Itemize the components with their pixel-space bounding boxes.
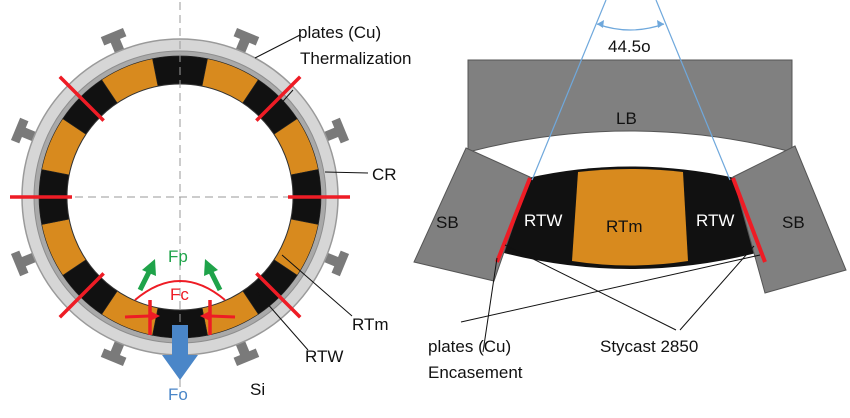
stycast-label: Stycast 2850 xyxy=(600,337,698,356)
encasement-plate-right xyxy=(731,177,767,263)
si-label: Si xyxy=(250,380,265,399)
plates-cu-label: plates (Cu) xyxy=(298,23,381,42)
detail-view: 44.5o LB SB SB RTW RTm RTW plates (Cu) E… xyxy=(413,0,847,382)
sb-right-label: SB xyxy=(782,213,805,232)
rtm-block xyxy=(572,169,688,266)
rtm-center-label: RTm xyxy=(606,217,643,236)
thermalization-plates xyxy=(10,75,350,335)
force-fc-left-arrow xyxy=(124,311,160,321)
lb-block xyxy=(467,59,793,153)
force-fp-left-arrow xyxy=(137,259,156,292)
fc-label: Fc xyxy=(170,285,189,304)
force-fc-right-arrow xyxy=(200,311,236,321)
angle-arc xyxy=(596,23,665,31)
thermalization-plate xyxy=(58,75,105,122)
rtw-center-left-label: RTW xyxy=(524,211,562,230)
fo-label: Fo xyxy=(168,385,188,404)
angle-arrow-left xyxy=(597,20,604,28)
encasement-plates-label: plates (Cu) xyxy=(428,337,511,356)
encasement-plate-left xyxy=(495,177,532,263)
leader-cr xyxy=(324,171,369,174)
angle-arrow-right xyxy=(657,20,664,28)
rtm-label: RTm xyxy=(352,315,389,334)
lb-label: LB xyxy=(616,109,637,128)
ring-cross-section: plates (Cu) Thermalization CR RTm RTW Si… xyxy=(10,2,412,404)
rtw-center-right-label: RTW xyxy=(696,211,734,230)
leader-thermalization xyxy=(267,89,294,119)
sb-left-block xyxy=(413,147,531,282)
angle-label: 44.5o xyxy=(608,37,651,56)
encasement-label: Encasement xyxy=(428,363,523,382)
leader-plates-cu xyxy=(460,254,761,323)
force-fp-right-arrow xyxy=(204,259,223,292)
leader-stycast-right xyxy=(679,245,755,331)
thermalization-label: Thermalization xyxy=(300,49,412,68)
thermalization-plate xyxy=(255,75,302,122)
leader-stycast-left xyxy=(504,244,677,331)
thermalization-plate xyxy=(58,272,105,319)
leader-encasement xyxy=(482,257,498,353)
leader-rtw xyxy=(257,292,309,351)
rtw-label: RTW xyxy=(305,347,343,366)
guide-line-right xyxy=(655,0,731,181)
cr-label: CR xyxy=(372,165,397,184)
leader-plates xyxy=(254,34,301,59)
guide-line-left xyxy=(531,0,607,181)
thermalization-plate xyxy=(255,272,302,319)
force-fo-arrow xyxy=(162,325,198,380)
fp-label: Fp xyxy=(168,247,188,266)
fc-bracket xyxy=(134,280,226,301)
leader-rtm xyxy=(281,254,353,317)
sb-left-label: SB xyxy=(436,213,459,232)
